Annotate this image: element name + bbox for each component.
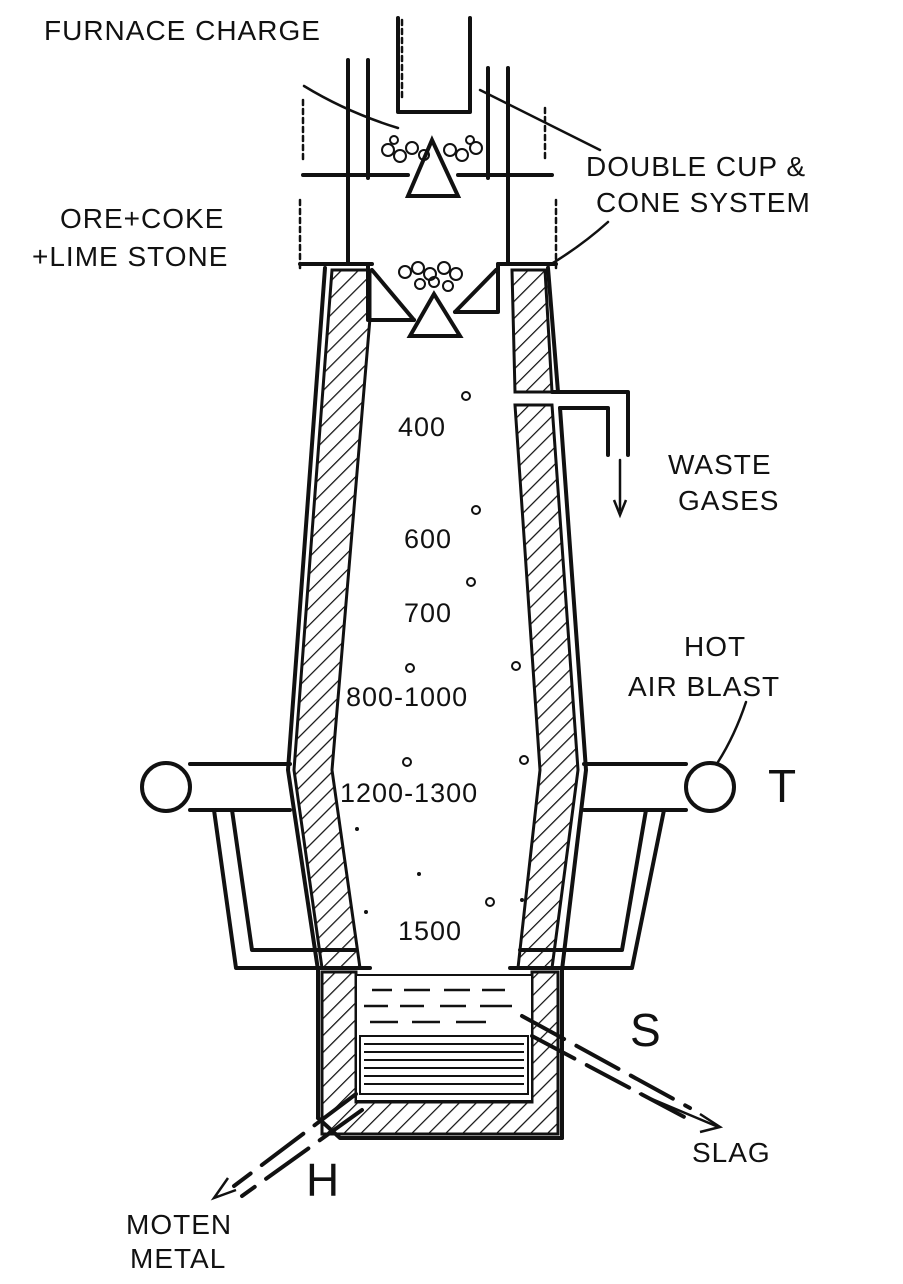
temperature-400: 400 [398, 412, 446, 442]
tap-hole-marker: H [306, 1154, 339, 1206]
slag-label: SLAG [692, 1137, 771, 1168]
temperature-700: 700 [404, 598, 452, 628]
double-cup-label-line1: DOUBLE CUP & [586, 151, 806, 182]
waste-gas-outlet [550, 390, 630, 519]
metal-tap [210, 1092, 364, 1201]
temperature-1200-1300: 1200-1300 [340, 778, 478, 808]
double-cup-label-line2: CONE SYSTEM [596, 187, 811, 218]
furnace-body [286, 266, 588, 1140]
charging-hopper [298, 16, 558, 338]
slag-tap [520, 1014, 724, 1134]
waste-gases-label-line1: WASTE [668, 449, 772, 480]
right-bustle-pipe [684, 761, 736, 813]
hot-air-blast-label-line1: HOT [684, 631, 746, 662]
right-lining [510, 268, 554, 394]
temperature-1500: 1500 [398, 916, 462, 946]
temperature-600: 600 [404, 524, 452, 554]
furnace-charge-label: FURNACE CHARGE [44, 15, 321, 46]
tuyere-marker: T [768, 760, 796, 812]
left-lining [292, 268, 372, 970]
upper-cone [404, 135, 462, 198]
moten-metal-label-line1: MOTEN [126, 1209, 232, 1240]
ore-coke-label-line1: ORE+COKE [60, 203, 224, 234]
moten-metal-label-line2: METAL [130, 1243, 226, 1274]
left-bustle-pipe [140, 761, 192, 813]
ore-coke-label-line2: +LIME STONE [32, 241, 228, 272]
hot-air-blast-label-line2: AIR BLAST [628, 671, 780, 702]
waste-gases-label-line2: GASES [678, 485, 779, 516]
lower-cone [406, 290, 464, 338]
hot-air-blast-pipe [140, 700, 748, 970]
temperature-800-1000: 800-1000 [346, 682, 468, 712]
slag-notch-marker: S [630, 1004, 661, 1056]
